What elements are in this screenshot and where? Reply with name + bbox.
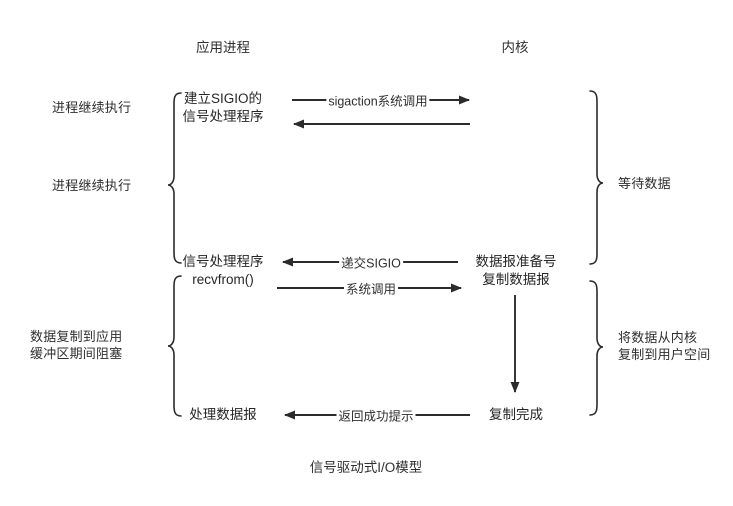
arrow-label-deliver-sigio: 递交SIGIO <box>339 252 403 272</box>
annotation-waiting-for-data: 等待数据 <box>618 176 671 191</box>
column-header-application-process: 应用进程 <box>196 40 250 55</box>
node-signal-handler: 信号处理程序 <box>182 254 264 269</box>
arrow-label-sigaction-syscall: sigaction系统调用 <box>326 90 430 110</box>
diagram-caption: 信号驱动式I/O模型 <box>309 460 423 475</box>
node-establish-sigio-handler: 建立SIGIO的 信号处理程序 <box>182 91 264 124</box>
column-header-kernel: 内核 <box>501 40 529 55</box>
node-copy-complete: 复制完成 <box>489 407 543 422</box>
arrow-label-return-success: 返回成功提示 <box>336 405 416 425</box>
left-brace-lower <box>167 275 182 417</box>
arrow-label-syscall: 系统调用 <box>343 278 399 298</box>
annotation-process-continues-1: 进程继续执行 <box>52 100 132 115</box>
node-process-datagram: 处理数据报 <box>189 407 257 422</box>
annotation-blocked-while-copying: 数据复制到应用 缓冲区期间阻塞 <box>30 329 123 361</box>
right-brace-upper <box>589 90 604 265</box>
right-brace-lower <box>589 280 604 416</box>
node-datagram-ready-copy: 数据报准备号 复制数据报 <box>475 254 557 287</box>
left-brace-upper <box>167 92 182 264</box>
node-recvfrom-call: recvfrom() <box>192 272 254 287</box>
annotation-process-continues-2: 进程继续执行 <box>52 178 132 193</box>
annotation-copy-kernel-to-user: 将数据从内核 复制到用户空间 <box>618 330 711 362</box>
